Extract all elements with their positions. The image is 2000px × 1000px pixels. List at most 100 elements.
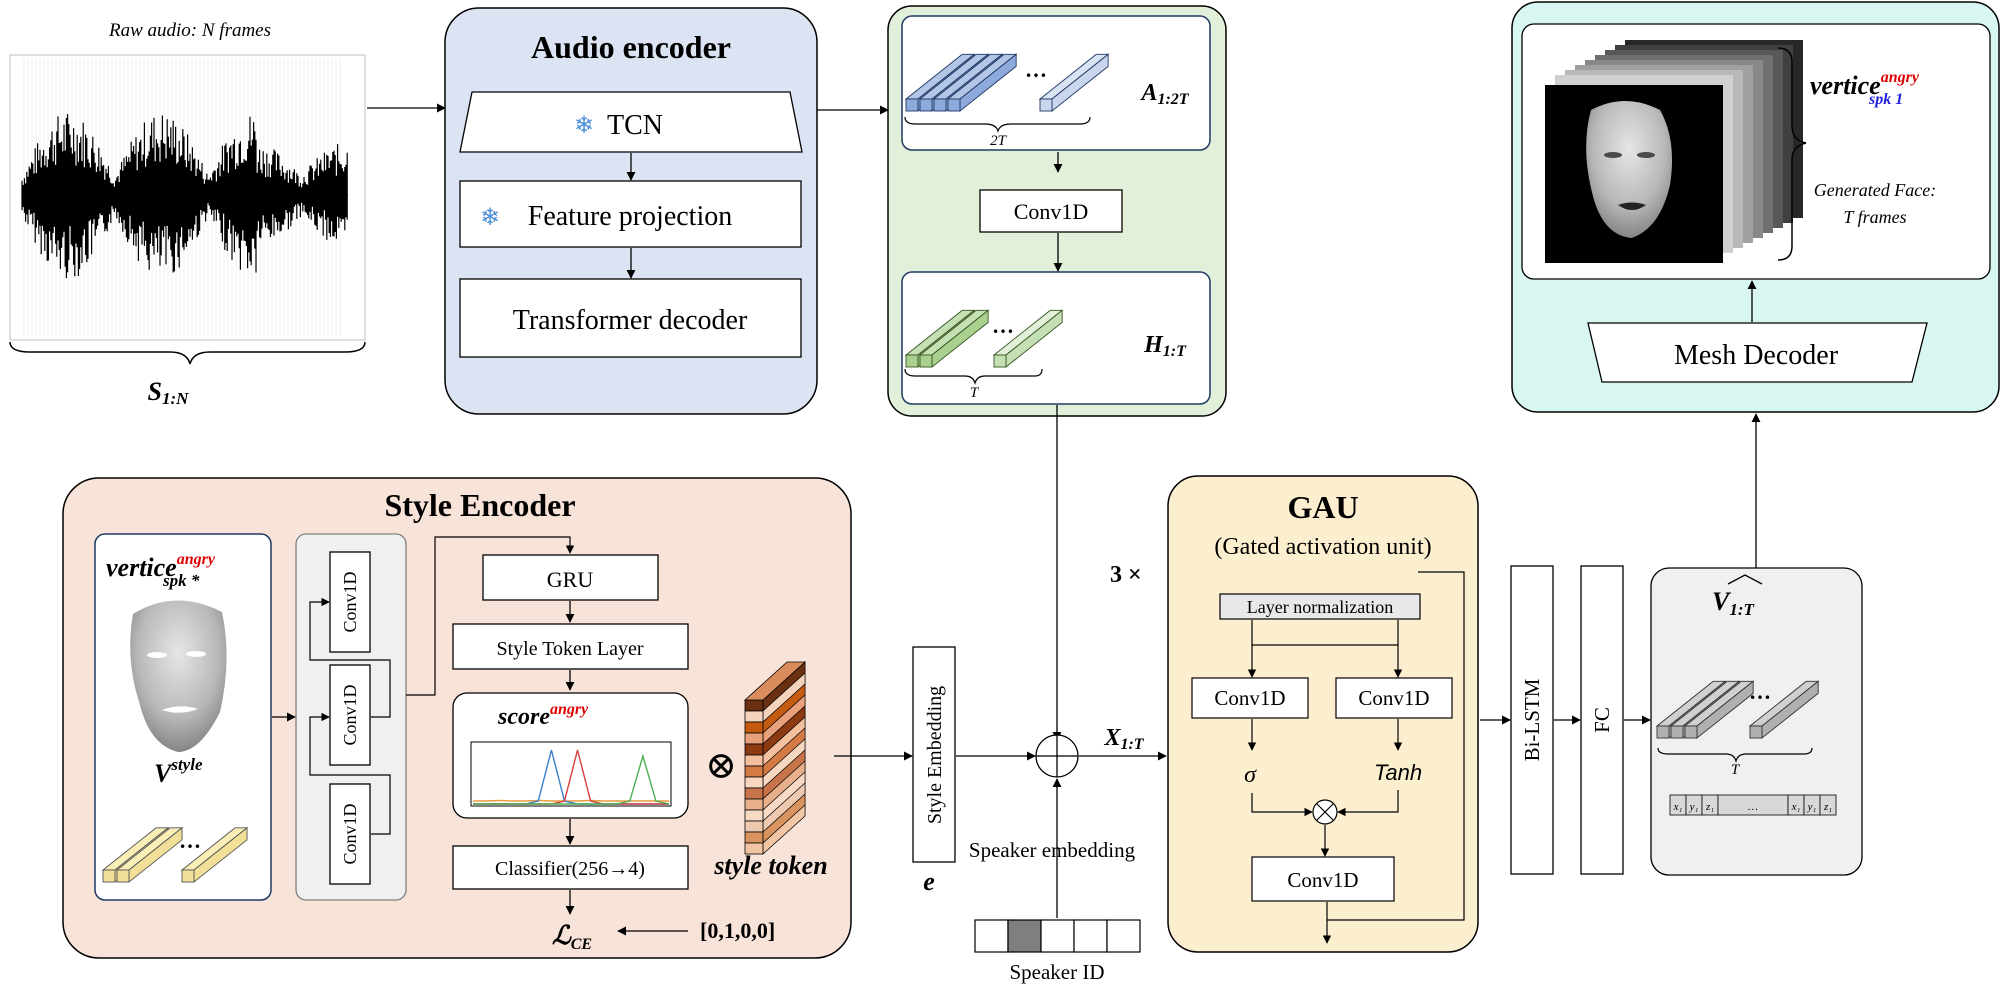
- tail-cell-label: x₁: [1673, 801, 1683, 813]
- score-chart: [473, 749, 670, 805]
- generated-face-image: [1545, 85, 1723, 263]
- gau-panel: GAU (Gated activation unit) 3 × Layer no…: [1110, 475, 1479, 953]
- style-token-layer-label: Style Token Layer: [496, 638, 643, 660]
- arrow-tanh-to-mult: [1337, 790, 1399, 817]
- style-token-cell: [744, 831, 764, 844]
- a-bar-front: [919, 98, 933, 112]
- e-symbol: e: [923, 867, 935, 896]
- arrow-conv2-to-conv1: [309, 597, 391, 718]
- tail-cell-label: x₁: [1791, 801, 1801, 813]
- speaker-id-label: Speaker ID: [1009, 960, 1104, 984]
- speaker-id-cell: [1073, 919, 1108, 953]
- classifier-label: Classifier(256→4): [495, 858, 645, 880]
- tail-output-bars: [1655, 680, 1820, 739]
- gau-subtitle: (Gated activation unit): [1214, 534, 1431, 560]
- style-conv1d-3-label: Conv1D: [340, 803, 360, 864]
- mesh-decoder-label: Mesh Decoder: [1674, 340, 1839, 371]
- a-brace: [904, 116, 1091, 134]
- style-token-cell: [744, 842, 764, 855]
- audio-encoder-panel: Audio encoder ❄ TCN ❄ Feature projection…: [444, 7, 818, 415]
- layer-norm-label: Layer normalization: [1247, 597, 1393, 617]
- feature-conv1d-label: Conv1D: [1014, 199, 1089, 224]
- a-bar-front: [947, 98, 961, 112]
- gau-title: GAU: [1287, 489, 1358, 525]
- a-bar-front: [905, 98, 919, 112]
- speaker-embedding-label: Speaker embedding: [969, 838, 1136, 862]
- layer-norm-split: [1251, 620, 1399, 646]
- feature-projection-block: [459, 180, 802, 248]
- tail-cell-label: y₁: [1689, 801, 1699, 813]
- tail-brace-label: T: [1731, 762, 1741, 778]
- transformer-decoder-label: Transformer decoder: [513, 305, 748, 336]
- speaker-id-vector: [974, 919, 1141, 953]
- style-embedding-label: Style Embedding: [924, 686, 946, 824]
- style-token-cell: [744, 754, 764, 767]
- tail-cell-label: z₁: [1823, 801, 1832, 813]
- tcn-label: TCN: [607, 110, 663, 141]
- style-face-mesh: [130, 600, 227, 752]
- middle-section: Style Embedding e X1:T Speaker embedding…: [912, 646, 1167, 984]
- style-face-eye-left: [147, 652, 167, 658]
- style-token-cell: [744, 732, 764, 745]
- speaker-id-cell: [1106, 919, 1141, 953]
- style-token-layer-block: [452, 623, 689, 670]
- tcn-block: [459, 91, 803, 153]
- face-mesh: [1586, 101, 1673, 238]
- style-input-bars: [101, 826, 249, 883]
- style-token-cell: [744, 743, 764, 756]
- tail-brace: [1657, 747, 1813, 764]
- bilstm-label: Bi-LSTM: [1520, 678, 1544, 761]
- style-token-cell: [744, 787, 764, 800]
- h-bar-front: [905, 354, 919, 368]
- style-embedding-block: [912, 646, 956, 863]
- tail-bar-front: [1656, 725, 1670, 739]
- style-token-cell: [744, 776, 764, 789]
- face-eye-left: [1604, 152, 1622, 158]
- style-token-cell: [744, 820, 764, 833]
- arrow-sigma-to-mult: [1251, 793, 1313, 817]
- tail-bar-front: [1670, 725, 1684, 739]
- raw-audio-brace: [9, 341, 366, 365]
- style-conv1d-1: [329, 551, 371, 653]
- a-ellipsis: …: [1025, 57, 1047, 82]
- style-conv1d-1-label: Conv1D: [340, 571, 360, 632]
- style-token-label: style token: [713, 851, 827, 880]
- gau-conv1d-bottom-label: Conv1D: [1287, 868, 1358, 892]
- face-mouth: [1618, 202, 1646, 210]
- style-bar-front: [102, 869, 116, 883]
- face-eye-right: [1637, 152, 1655, 158]
- style-token-cell: [744, 699, 764, 712]
- style-token-cell: [744, 710, 764, 723]
- tail-bar-front: [1749, 725, 1763, 739]
- speaker-id-cell: [1007, 919, 1042, 953]
- tanh-label: Tanh: [1374, 760, 1422, 785]
- score-series-line: [473, 753, 670, 805]
- gau-conv1d-left-label: Conv1D: [1214, 686, 1285, 710]
- transformer-decoder-block: [459, 278, 802, 358]
- h-ellipsis: …: [992, 313, 1014, 338]
- fc-block: [1580, 565, 1624, 875]
- waveform: [21, 58, 348, 336]
- a-box: [901, 15, 1211, 151]
- score-series-line: [473, 799, 669, 802]
- arrow-convs-to-gru: [406, 536, 575, 696]
- snowflake-icon: ❄: [574, 113, 594, 139]
- gau-conv1d-bottom: [1251, 856, 1395, 902]
- style-token-cell: [744, 765, 764, 778]
- feature-panel: … 2T A1:2T Conv1D … T H1:T: [887, 5, 1227, 417]
- snowflake-icon: ❄: [480, 205, 500, 231]
- style-face-eye-right: [186, 651, 206, 657]
- score-symbol: scoreangry: [497, 701, 589, 730]
- tail-bar-front: [1684, 725, 1698, 739]
- generated-face-caption-1: Generated Face:: [1814, 180, 1936, 200]
- tail-cell-label: …: [1748, 801, 1758, 813]
- classifier-block: [452, 845, 689, 890]
- style-bar-front: [116, 869, 130, 883]
- style-token-cell: [744, 798, 764, 811]
- style-encoder-title: Style Encoder: [384, 487, 575, 523]
